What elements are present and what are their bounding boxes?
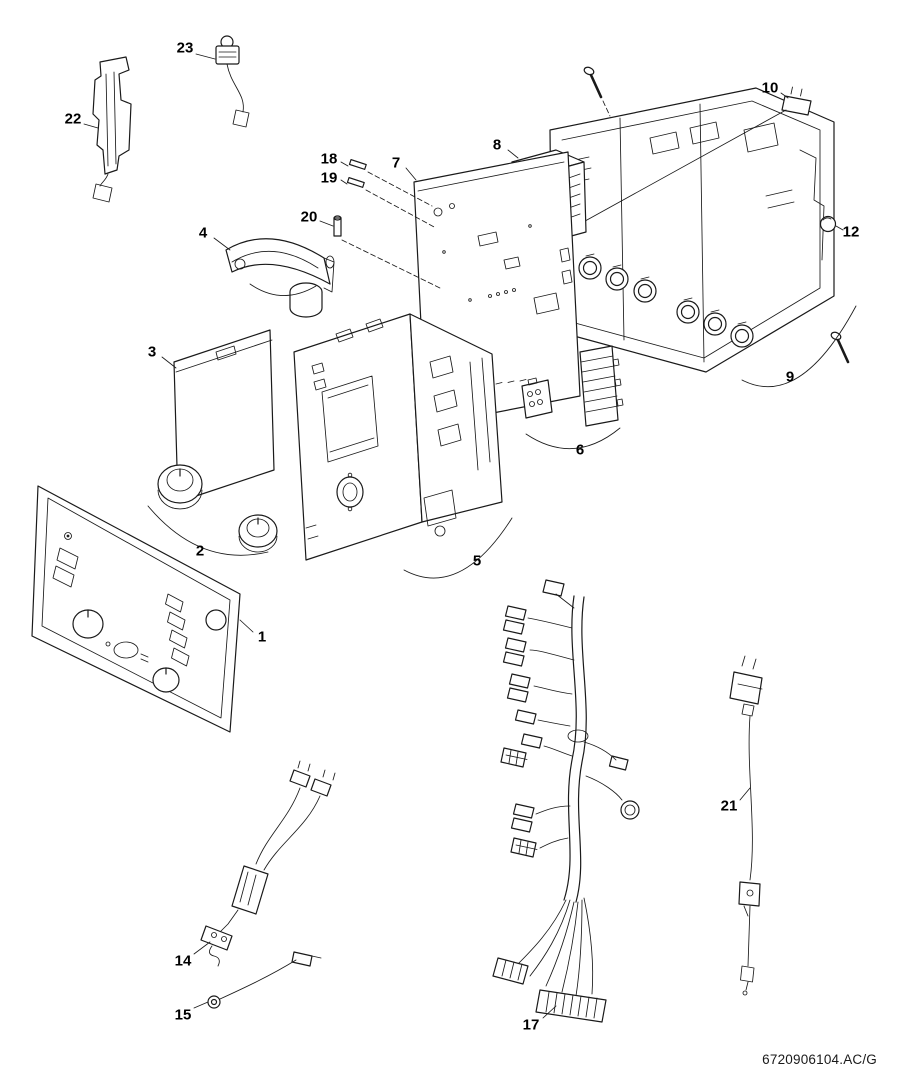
part-22-bracket-art bbox=[92, 56, 132, 203]
part-1-front-panel-art bbox=[31, 485, 241, 733]
part-5-housing-art bbox=[289, 282, 503, 561]
part-9-rear-housing-art bbox=[549, 87, 835, 373]
part-21-cable-art bbox=[729, 655, 763, 996]
part-10-connector-art bbox=[557, 86, 812, 237]
part-label-6: 6 bbox=[575, 441, 585, 459]
part-label-3: 3 bbox=[147, 343, 157, 361]
part-label-19: 19 bbox=[320, 169, 338, 187]
part-23-sensor-art bbox=[215, 35, 250, 128]
part-19-pin-art bbox=[346, 177, 437, 229]
part-17-harness-art bbox=[492, 579, 640, 1023]
leader-lines bbox=[83, 53, 857, 1019]
document-code: 6720906104.AC/G bbox=[762, 1052, 877, 1067]
part-6-terminals-art bbox=[521, 345, 624, 427]
part-label-5: 5 bbox=[472, 552, 482, 570]
part-label-21: 21 bbox=[720, 797, 738, 815]
part-label-7: 7 bbox=[391, 154, 401, 172]
part-label-4: 4 bbox=[198, 224, 208, 242]
part-2-knobs-art bbox=[157, 464, 278, 553]
part-label-23: 23 bbox=[176, 39, 194, 57]
part-18-pin-art bbox=[348, 159, 433, 207]
part-label-8: 8 bbox=[492, 136, 502, 154]
part-label-22: 22 bbox=[64, 110, 82, 128]
part-3-cover-art bbox=[173, 329, 275, 503]
part-label-17: 17 bbox=[522, 1016, 540, 1034]
part-label-20: 20 bbox=[300, 208, 318, 226]
part-20-pin-art bbox=[333, 215, 441, 289]
part-label-10: 10 bbox=[761, 79, 779, 97]
part-label-15: 15 bbox=[174, 1006, 192, 1024]
part-label-18: 18 bbox=[320, 150, 338, 168]
part-4-bracket-art bbox=[225, 238, 335, 296]
part-label-12: 12 bbox=[842, 223, 860, 241]
part-label-1: 1 bbox=[257, 628, 267, 646]
part-label-2: 2 bbox=[195, 542, 205, 560]
part-label-14: 14 bbox=[174, 952, 192, 970]
part-14-cable-art bbox=[200, 760, 336, 967]
part-label-9: 9 bbox=[785, 368, 795, 386]
part-12-cap-art bbox=[819, 215, 837, 233]
part-15-wire-art bbox=[207, 951, 322, 1009]
